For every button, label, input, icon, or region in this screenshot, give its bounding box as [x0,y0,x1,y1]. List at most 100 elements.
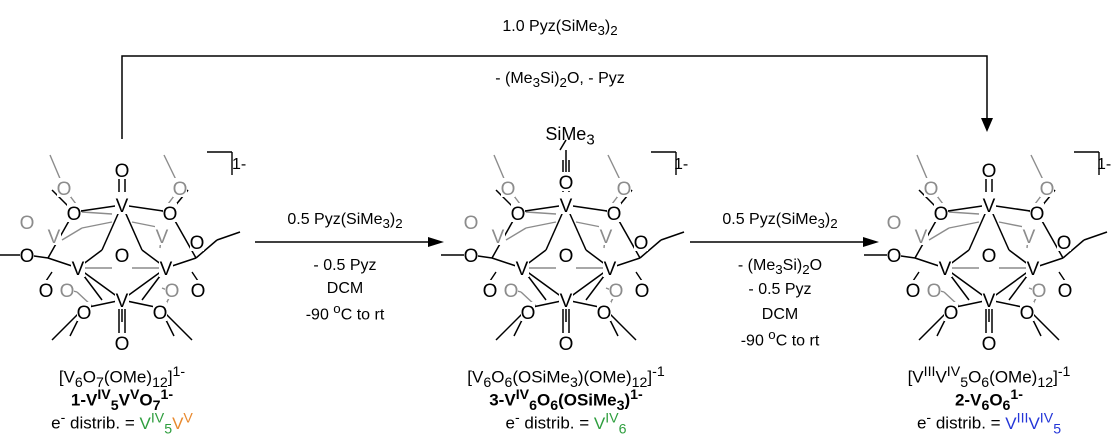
atom-bg [1057,232,1071,251]
compound1-formula: [V6O7(OMe)12]1- [58,364,186,392]
atom-bg [47,226,61,245]
atom-bg [927,280,941,299]
oxygen-atom: O [607,204,622,225]
oxygen-atom-back: O [165,281,180,302]
vanadium-atom-back: V [156,227,169,248]
atom-bg [938,258,952,277]
atom-bg [599,226,613,245]
step1-temperature: -90 oC to rt [305,301,385,324]
bond [565,267,611,301]
bond [1062,239,1085,259]
vanadium-atom: V [939,259,952,280]
bond [948,221,980,229]
atom-bg [1040,178,1054,197]
atom-bg [1020,302,1034,321]
oxygen-atom: O [191,281,206,302]
oxygen-atom-back: O [501,179,516,200]
bond [988,267,1034,301]
oxygen-atom: O [559,173,574,194]
charge-compound-2: 1- [1097,156,1112,173]
vanadium-atom: V [516,259,529,280]
atom-bg [634,232,648,251]
oxygen-atom-back: O [609,281,624,302]
vanadium-atom: V [983,291,996,312]
compound3-distribution: e- distrib. = VIV6 [505,410,627,438]
atom-bg [559,245,573,264]
atom-bg [635,280,649,299]
bond [517,204,567,213]
atom-bg [617,178,631,197]
step2-reagent: 0.5 Pyz(SiMe3)2 [722,211,838,232]
atom-bg [163,203,177,222]
charge-compound-1: 1- [232,156,247,173]
atom-bg [559,290,573,309]
atom-bg [115,195,129,214]
atom-bg [464,245,478,264]
atom-bg [603,258,617,277]
vanadium-atom-back: V [600,227,613,248]
bond [565,204,615,213]
atom-bg [1032,280,1046,299]
oxygen-atom: O [77,303,92,324]
atom-bg [501,178,515,197]
atom-bg [1022,226,1036,245]
vanadium-atom: V [560,196,573,217]
atom-bg [57,178,71,197]
atom-bg [982,333,996,352]
atom-bg [559,195,573,214]
atom-bg [944,302,958,321]
top-reagent-label: 1.0 Pyz(SiMe3)2 [502,18,618,39]
atom-bg [982,160,996,179]
bond [521,267,567,301]
compound1-distribution: e- distrib. = VIV5VV [51,410,193,438]
atom-bg [982,195,996,214]
compound2-distribution: e- distrib. = VIIIVIV5 [916,410,1062,438]
oxygen-atom-back: O [927,281,942,302]
vanadium-atom: V [560,291,573,312]
atom-bg [153,302,167,321]
oxygen-atom: O [521,303,536,324]
bond [660,231,685,241]
atom-bg [173,178,187,197]
vanadium-atom: V [983,196,996,217]
oxygen-atom: O [597,303,612,324]
step2-temperature: -90 oC to rt [740,327,820,350]
bond [121,267,167,301]
bond [639,239,662,259]
bond [77,267,123,301]
bond [525,221,557,229]
bond [948,211,980,215]
oxygen-atom: O [511,204,526,225]
bond [121,204,171,213]
atom-bg [609,280,623,299]
oxygen-atom: O [887,246,902,267]
oxygen-atom: O [483,281,498,302]
oxygen-atom-back: O [57,179,72,200]
bond [216,231,241,241]
step1-solvent: DCM [326,280,364,297]
vanadium-atom: V [116,291,129,312]
atom-bg [982,245,996,264]
step1-reagent: 0.5 Pyz(SiMe3)2 [287,211,403,232]
oxygen-atom-back: O [1040,179,1055,200]
atom-bg [607,203,621,222]
oxygen-atom-back: O [504,281,519,302]
oxygen-atom-back: O [924,179,939,200]
step2-byproduct1: - (Me3Si)2O [737,257,823,278]
oxygen-atom: O [1030,204,1045,225]
compound3-label: 3-VIV6O6(OSiMe3)1- [489,387,643,415]
vanadium-atom: V [72,259,85,280]
bond [61,227,83,241]
atom-bg [190,232,204,251]
compound1-label: 1-VIV5VVO71- [70,387,174,415]
atom-bg [155,226,169,245]
vanadium-atom-back: V [492,227,505,248]
oxygen-atom-back: O [464,213,479,234]
oxygen-atom: O [190,233,205,254]
oxygen-atom: O [115,334,130,355]
atom-bg [1030,203,1044,222]
oxygen-atom: O [982,246,997,267]
atom-bg [924,178,938,197]
oxygen-atom-back: O [617,179,632,200]
